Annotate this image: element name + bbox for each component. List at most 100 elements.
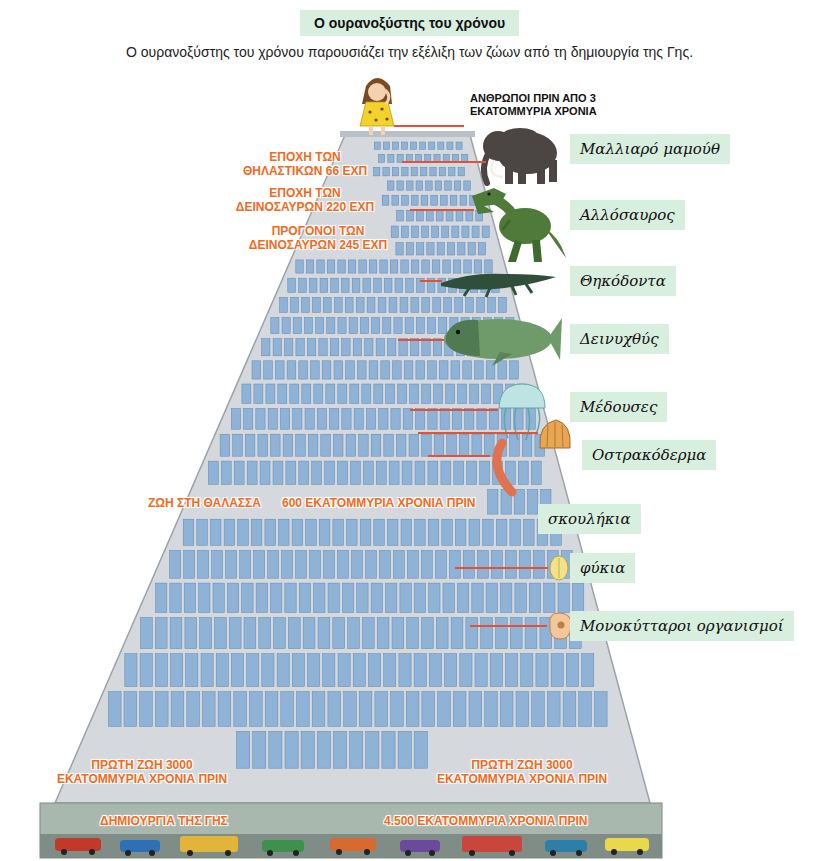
window (254, 550, 265, 578)
window (404, 361, 413, 379)
window (268, 550, 279, 578)
window (500, 692, 513, 727)
window (338, 550, 349, 578)
window (387, 519, 398, 545)
window (240, 550, 251, 578)
caption-text: Ο ουρανοξύστης του χρόνου παρουσιάζει τη… (126, 44, 693, 60)
window (447, 434, 457, 456)
window (265, 692, 278, 727)
window (460, 195, 467, 205)
window (392, 142, 398, 149)
window (416, 361, 425, 379)
window (458, 384, 467, 404)
window (363, 278, 371, 292)
window (341, 278, 349, 292)
window (273, 461, 283, 484)
window (353, 654, 365, 687)
window (392, 195, 399, 205)
name-box: Οστρακόδερμα (582, 440, 716, 470)
window (317, 409, 326, 430)
window (338, 318, 346, 334)
window (439, 361, 448, 379)
window (258, 434, 268, 456)
window (333, 519, 344, 545)
window (366, 731, 379, 768)
leader-line (418, 432, 538, 434)
window (491, 550, 502, 578)
window (310, 550, 321, 578)
window (293, 318, 301, 334)
window (399, 339, 407, 356)
window (345, 297, 353, 312)
window (374, 278, 382, 292)
window (486, 583, 497, 612)
window (485, 692, 498, 727)
algae (550, 556, 568, 580)
window (247, 654, 259, 687)
window (251, 519, 262, 545)
window (231, 409, 240, 430)
window (406, 278, 414, 292)
window (357, 583, 368, 612)
window (515, 583, 526, 612)
window (327, 318, 335, 334)
window (482, 384, 491, 404)
window (350, 384, 359, 404)
window (422, 226, 429, 238)
window (184, 550, 195, 578)
window (324, 550, 335, 578)
window (338, 384, 347, 404)
window (446, 210, 453, 221)
window (383, 167, 389, 176)
window (297, 692, 310, 727)
window (362, 618, 374, 649)
window (314, 583, 325, 612)
window (342, 583, 353, 612)
window (401, 226, 408, 238)
window (296, 550, 307, 578)
window (291, 297, 299, 312)
window (392, 167, 398, 176)
window (566, 654, 578, 687)
window (233, 434, 243, 456)
window (213, 583, 224, 612)
bus (180, 836, 238, 852)
window (400, 297, 408, 312)
window (391, 226, 398, 238)
window (256, 583, 267, 612)
window (406, 692, 419, 727)
window (416, 409, 425, 430)
window (197, 519, 208, 545)
window (464, 260, 472, 273)
era-label: ΠΡΟΓΟΝΟΙ ΤΩΝ ΔΕΙΝΟΣΑΥΡΩΝ 245 ΕΧΠ (218, 224, 418, 252)
window (531, 461, 541, 484)
window (271, 434, 281, 456)
window (309, 278, 317, 292)
window (306, 519, 317, 545)
window (518, 461, 528, 484)
window (220, 434, 230, 456)
leader-line (402, 161, 486, 163)
window (170, 618, 182, 649)
window (320, 278, 328, 292)
window (374, 519, 385, 545)
window (398, 731, 411, 768)
name-text: σκουλήκια (548, 509, 631, 529)
window (327, 260, 335, 273)
window (396, 243, 403, 255)
window (269, 731, 282, 768)
window (302, 384, 311, 404)
window (454, 181, 461, 190)
window (274, 618, 286, 649)
window (510, 519, 521, 545)
window (108, 692, 121, 727)
window (533, 550, 544, 578)
window (426, 210, 433, 221)
window (442, 226, 449, 238)
window (441, 461, 451, 484)
window (334, 361, 343, 379)
car (545, 840, 587, 852)
window (252, 361, 261, 379)
window (505, 550, 516, 578)
window (469, 519, 480, 545)
